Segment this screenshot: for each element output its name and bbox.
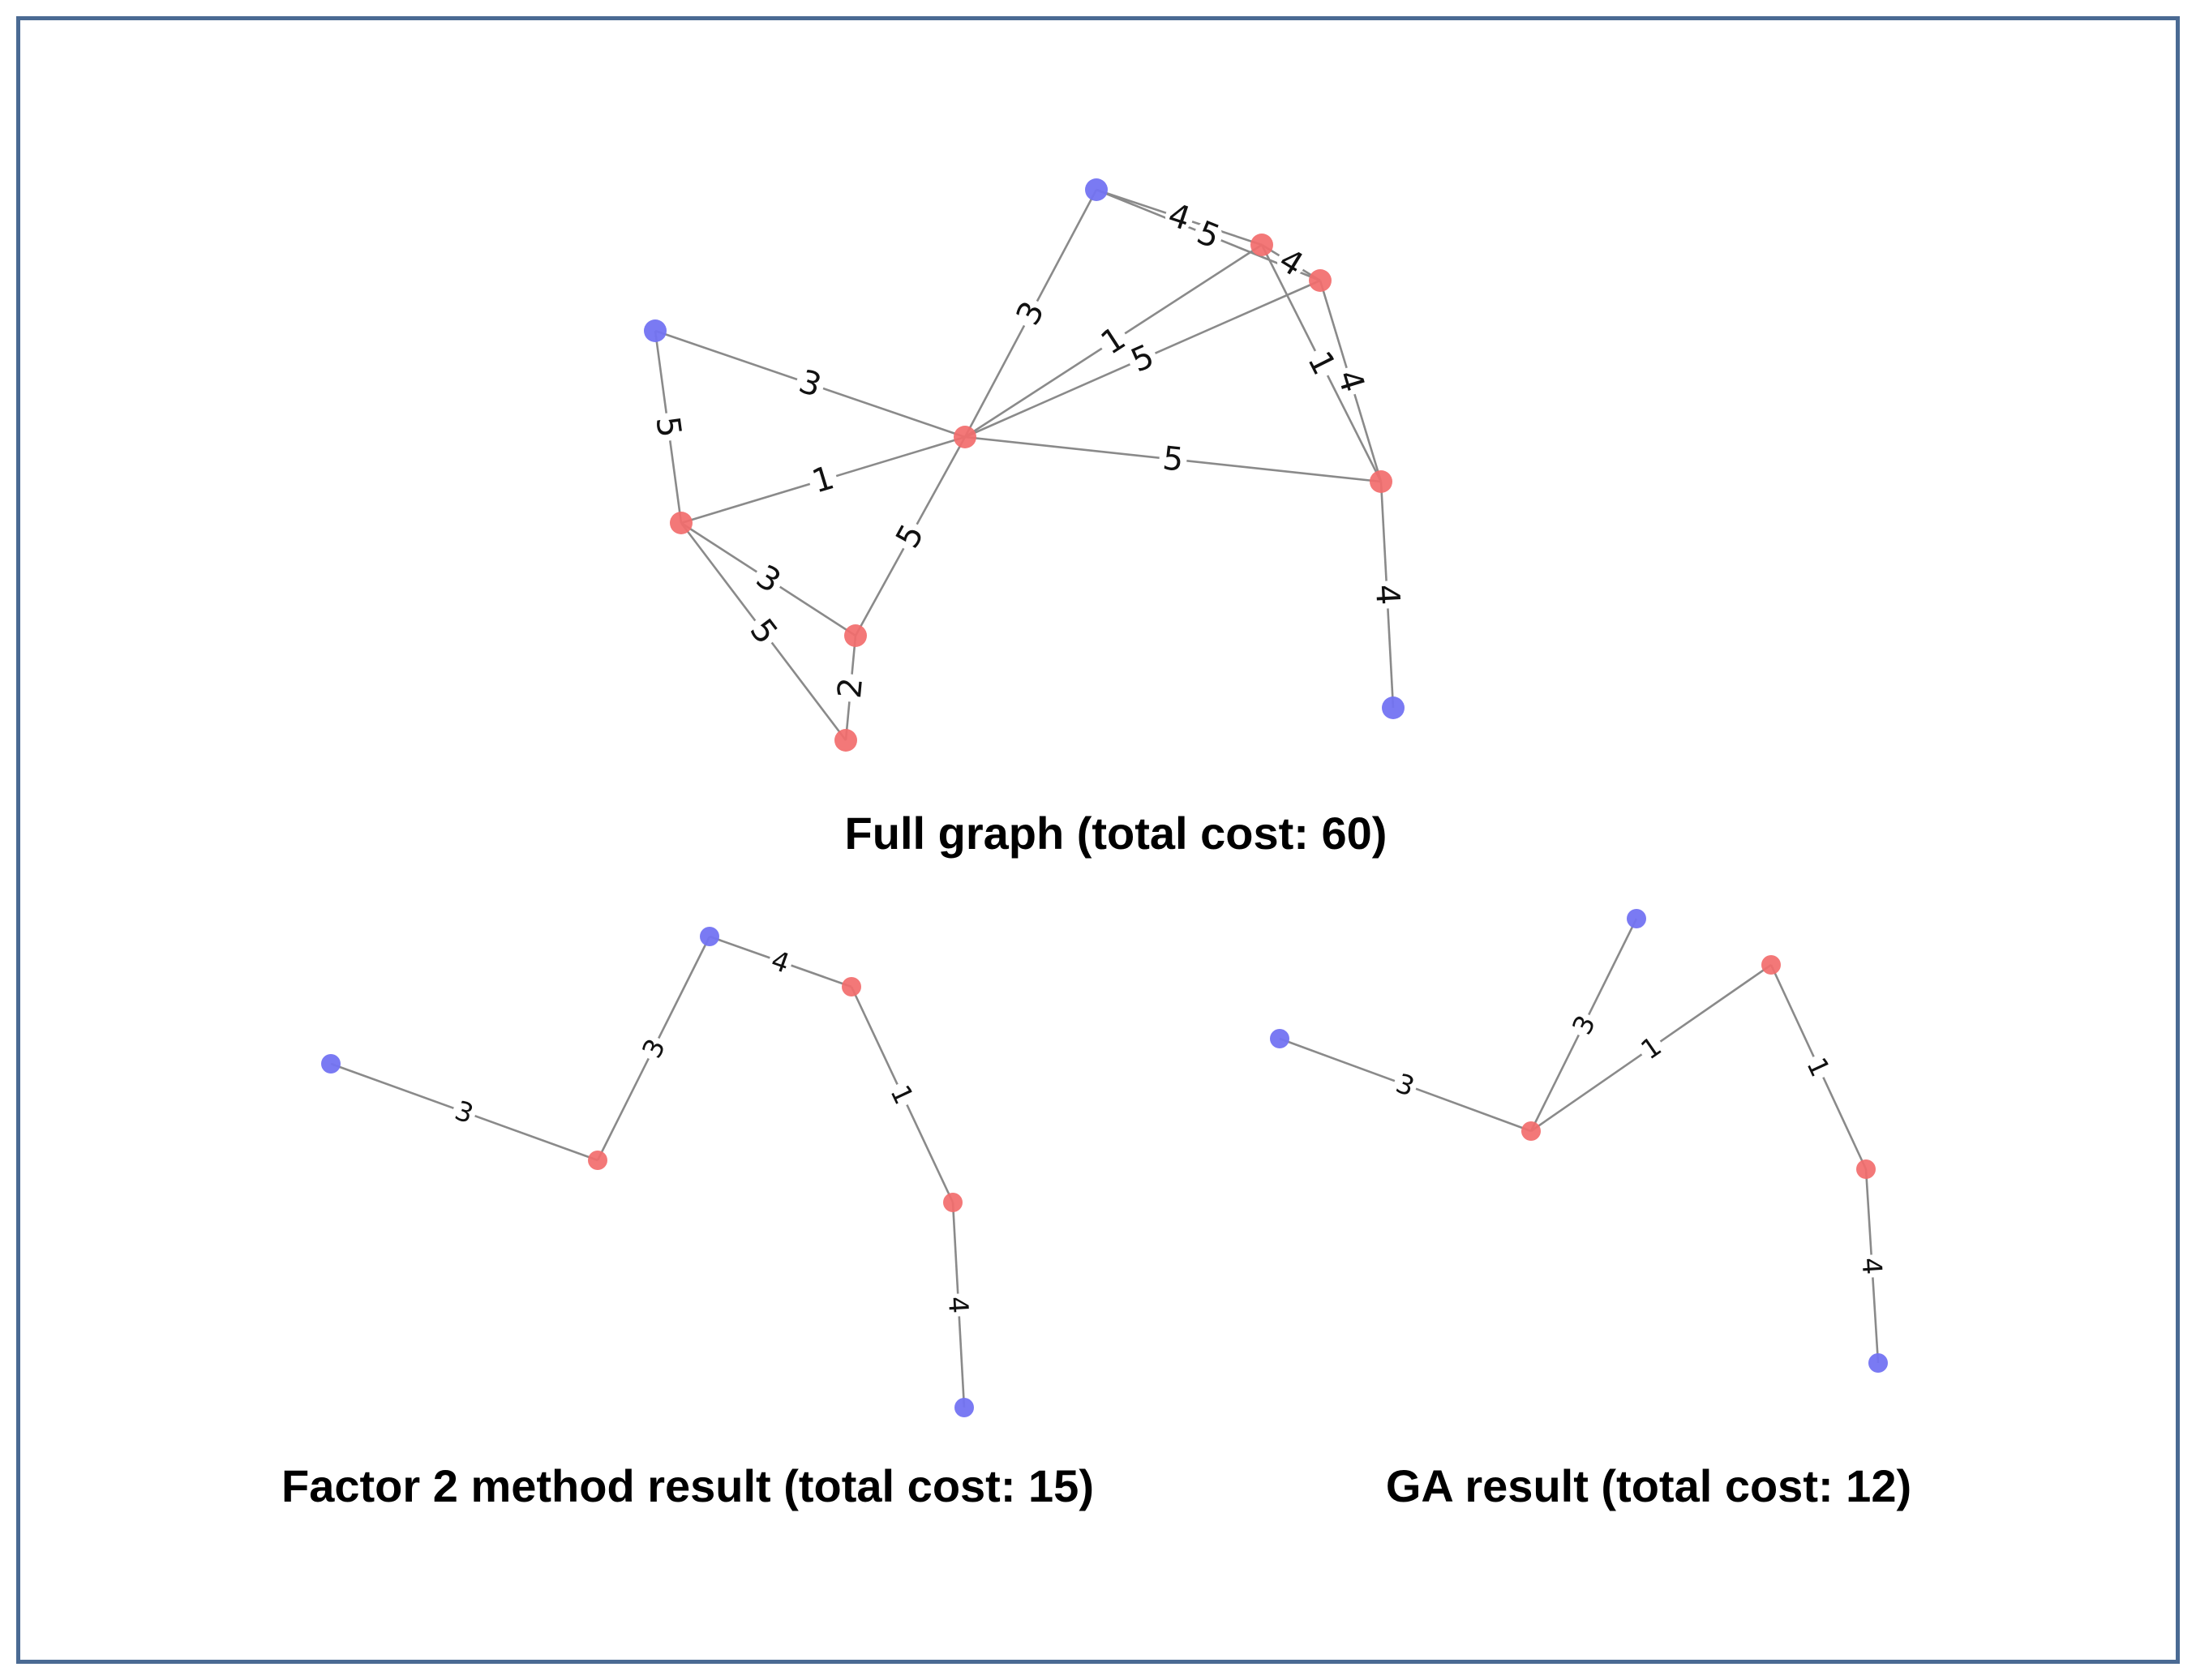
terminal-node-B1	[1085, 178, 1108, 201]
edge-weight-label: 2	[831, 674, 870, 702]
edge-weight-label: 3	[795, 363, 826, 405]
edge-weight-label: 1	[1800, 1052, 1836, 1081]
edge-weight-label: 5	[889, 518, 932, 554]
ga-result-panel: 3 3 1 1 4	[1270, 909, 1889, 1373]
edge-weight-label: 5	[649, 413, 688, 441]
steiner-node-RR	[1856, 1159, 1876, 1179]
edge-weight-label: 4	[942, 1293, 975, 1317]
edge-weight-label: 4	[767, 944, 794, 979]
edge-weight-label: 3	[749, 558, 787, 600]
edge-weight-label: 4	[1368, 581, 1406, 609]
edge-weight-label: 4	[1855, 1254, 1889, 1278]
edge-weight-label: 5	[1126, 337, 1160, 379]
terminal-node-B1	[1627, 909, 1646, 928]
steiner-node-Bt	[834, 729, 857, 752]
terminal-node-B1	[700, 927, 719, 946]
figure-frame	[16, 16, 2180, 1664]
terminal-node-B3	[1382, 696, 1405, 719]
svg-text:4: 4	[942, 1296, 975, 1314]
factor2-result-panel: 3 3 4 1 4	[321, 927, 975, 1417]
svg-text:1: 1	[808, 459, 839, 500]
steiner-node-C	[954, 426, 976, 448]
edge-weight-label: 3	[451, 1095, 478, 1130]
steiner-node-R1	[842, 977, 861, 996]
terminal-node-B3	[954, 1398, 974, 1417]
svg-text:2: 2	[831, 676, 870, 701]
svg-text:5: 5	[649, 414, 688, 439]
terminal-node-B2	[1270, 1029, 1289, 1048]
factor2-result-caption: Factor 2 method result (total cost: 15)	[281, 1460, 1094, 1511]
terminal-node-B2	[644, 319, 667, 342]
edge-weight-label: 3	[1566, 1010, 1602, 1039]
svg-text:4: 4	[1855, 1257, 1888, 1275]
edge-weight-label: 1	[1635, 1030, 1666, 1065]
steiner-node-R1	[1761, 955, 1781, 975]
edge-weight-label: 1	[884, 1080, 920, 1109]
steiner-node-RR	[1370, 470, 1392, 493]
terminal-node-B3	[1868, 1353, 1888, 1373]
steiner-node-L	[670, 512, 693, 534]
full-graph-caption: Full graph (total cost: 60)	[844, 808, 1388, 859]
edge-weight-label: 3	[1010, 295, 1053, 331]
svg-text:4: 4	[1330, 366, 1371, 396]
steiner-node-R1	[1250, 234, 1273, 256]
steiner-node-C	[1521, 1121, 1541, 1141]
steiner-node-RR	[943, 1193, 963, 1212]
edge-weight-label: 1	[1095, 319, 1132, 362]
edge-weight-label: 1	[808, 459, 839, 500]
edge-weight-label: 5	[1192, 214, 1225, 256]
steiner-node-R2	[1309, 269, 1332, 292]
edge-weight-label: 4	[1164, 196, 1195, 238]
edge-weight-label: 3	[636, 1034, 671, 1063]
edge-weight-label: 3	[1392, 1067, 1418, 1103]
steiner-node-M	[844, 624, 867, 647]
steiner-node-C	[588, 1151, 607, 1170]
svg-text:4: 4	[1368, 584, 1406, 606]
ga-result-caption: GA result (total cost: 12)	[1385, 1460, 1912, 1511]
edge-weight-label: 5	[742, 612, 784, 651]
edge-weight-label: 5	[1159, 439, 1187, 479]
svg-text:5: 5	[1160, 439, 1185, 478]
terminal-node-B2	[321, 1054, 341, 1074]
edge-weight-label: 4	[1330, 366, 1371, 396]
